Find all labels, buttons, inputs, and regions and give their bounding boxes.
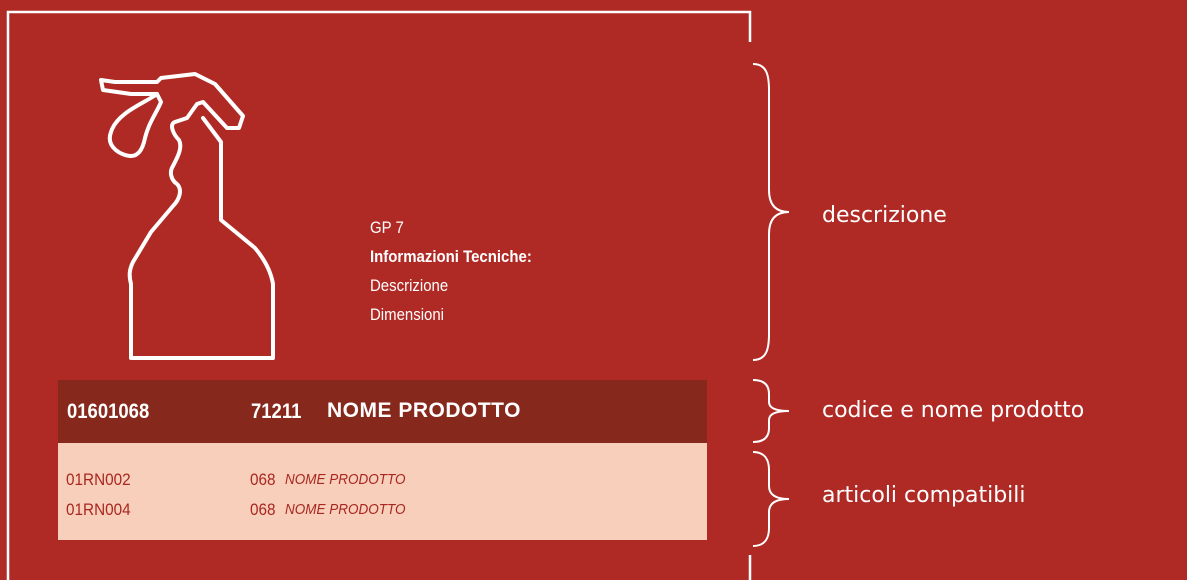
brace-compatible bbox=[752, 451, 790, 547]
spray-bottle-icon bbox=[99, 72, 275, 360]
product-number: 71211 bbox=[251, 400, 302, 423]
label-description: descrizione bbox=[822, 203, 947, 228]
compatible-code: 01RN004 bbox=[66, 500, 131, 519]
product-info: GP 7 Informazioni Tecniche: Descrizione … bbox=[370, 213, 554, 329]
product-model: GP 7 bbox=[370, 218, 404, 237]
label-code-name: codice e nome prodotto bbox=[822, 398, 1085, 423]
brace-code-name bbox=[752, 379, 790, 443]
compatible-number: 068 bbox=[250, 470, 276, 489]
compatible-articles: 01RN002 068 NOME PRODOTTO 01RN004 068 NO… bbox=[58, 443, 707, 540]
info-line-description: Descrizione bbox=[370, 276, 449, 295]
label-compatible: articoli compatibili bbox=[822, 483, 1026, 508]
compatible-row: 01RN002 068 NOME PRODOTTO bbox=[58, 470, 707, 497]
brace-description bbox=[752, 63, 790, 361]
product-name: NOME PRODOTTO bbox=[327, 399, 521, 422]
compatible-row: 01RN004 068 NOME PRODOTTO bbox=[58, 500, 707, 527]
compatible-number: 068 bbox=[250, 500, 276, 519]
info-line-dimensions: Dimensioni bbox=[370, 305, 445, 324]
compatible-code: 01RN002 bbox=[66, 470, 131, 489]
compatible-name: NOME PRODOTTO bbox=[285, 471, 406, 488]
product-code: 01601068 bbox=[67, 400, 150, 423]
product-code-row: 01601068 71211 NOME PRODOTTO bbox=[58, 380, 707, 443]
info-heading: Informazioni Tecniche: bbox=[370, 247, 532, 266]
compatible-name: NOME PRODOTTO bbox=[285, 501, 406, 518]
